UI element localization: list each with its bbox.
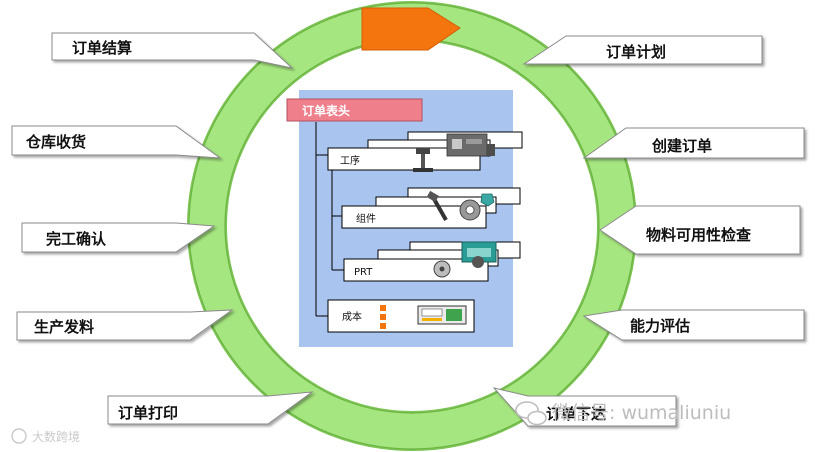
gear-icon [459,193,495,221]
site-watermark: 大数跨境 [11,428,80,444]
site-logo-icon [11,428,27,444]
fixture-icon [461,241,497,268]
callout-warehouse-receipt [11,125,222,159]
operation-stack: 工序 [327,131,523,172]
callout-warehouse-receipt-label: 仓库收货 [25,133,86,151]
callout-create-order-label: 创建订单 [651,137,712,155]
callout-completion-confirm-label: 完工确认 [46,230,107,248]
disc-icon [433,260,451,278]
cost-box: 成本 [327,299,475,333]
callout-material-issue-label: 生产发料 [34,318,94,336]
machine-tool-icon [446,133,495,157]
callout-order-print [107,391,314,425]
callout-capacity-eval-label: 能力评估 [630,317,690,335]
callout-material-check-label: 物料可用性检查 [646,226,752,244]
order-header-box: 订单表头 [286,98,423,122]
callout-material-check [599,205,801,255]
wechat-icon [515,401,547,426]
callout-order-print-label: 订单打印 [118,404,178,422]
tree-connectors [315,122,344,317]
callout-order-plan [522,35,763,65]
callout-capacity-eval [582,309,805,341]
callout-completion-confirm [21,222,216,253]
calculator-icon [417,305,467,325]
operation-label: 工序 [340,154,360,167]
bolt-icon [426,190,448,221]
callout-order-plan-label: 订单计划 [606,43,666,61]
site-watermark-label: 大数跨境 [32,429,80,444]
direction-arrow-icon [361,7,461,51]
callout-order-settlement [51,32,294,69]
order-header-label: 订单表头 [302,103,350,118]
component-stack: 组件 [341,187,521,229]
drill-press-icon [413,148,433,172]
prt-label: PRT [354,267,373,278]
prt-stack: PRT [343,241,521,282]
component-label: 组件 [356,212,376,225]
callout-create-order [582,127,805,159]
cost-label: 成本 [342,310,362,323]
callout-order-settlement-label: 订单结算 [72,39,132,57]
wechat-watermark: 微信号: wumaliuniu [515,401,731,426]
callout-material-issue [16,309,234,341]
wechat-watermark-label: 微信号: wumaliuniu [552,402,731,424]
callout-order-release-label: 订单下达 [546,405,606,423]
